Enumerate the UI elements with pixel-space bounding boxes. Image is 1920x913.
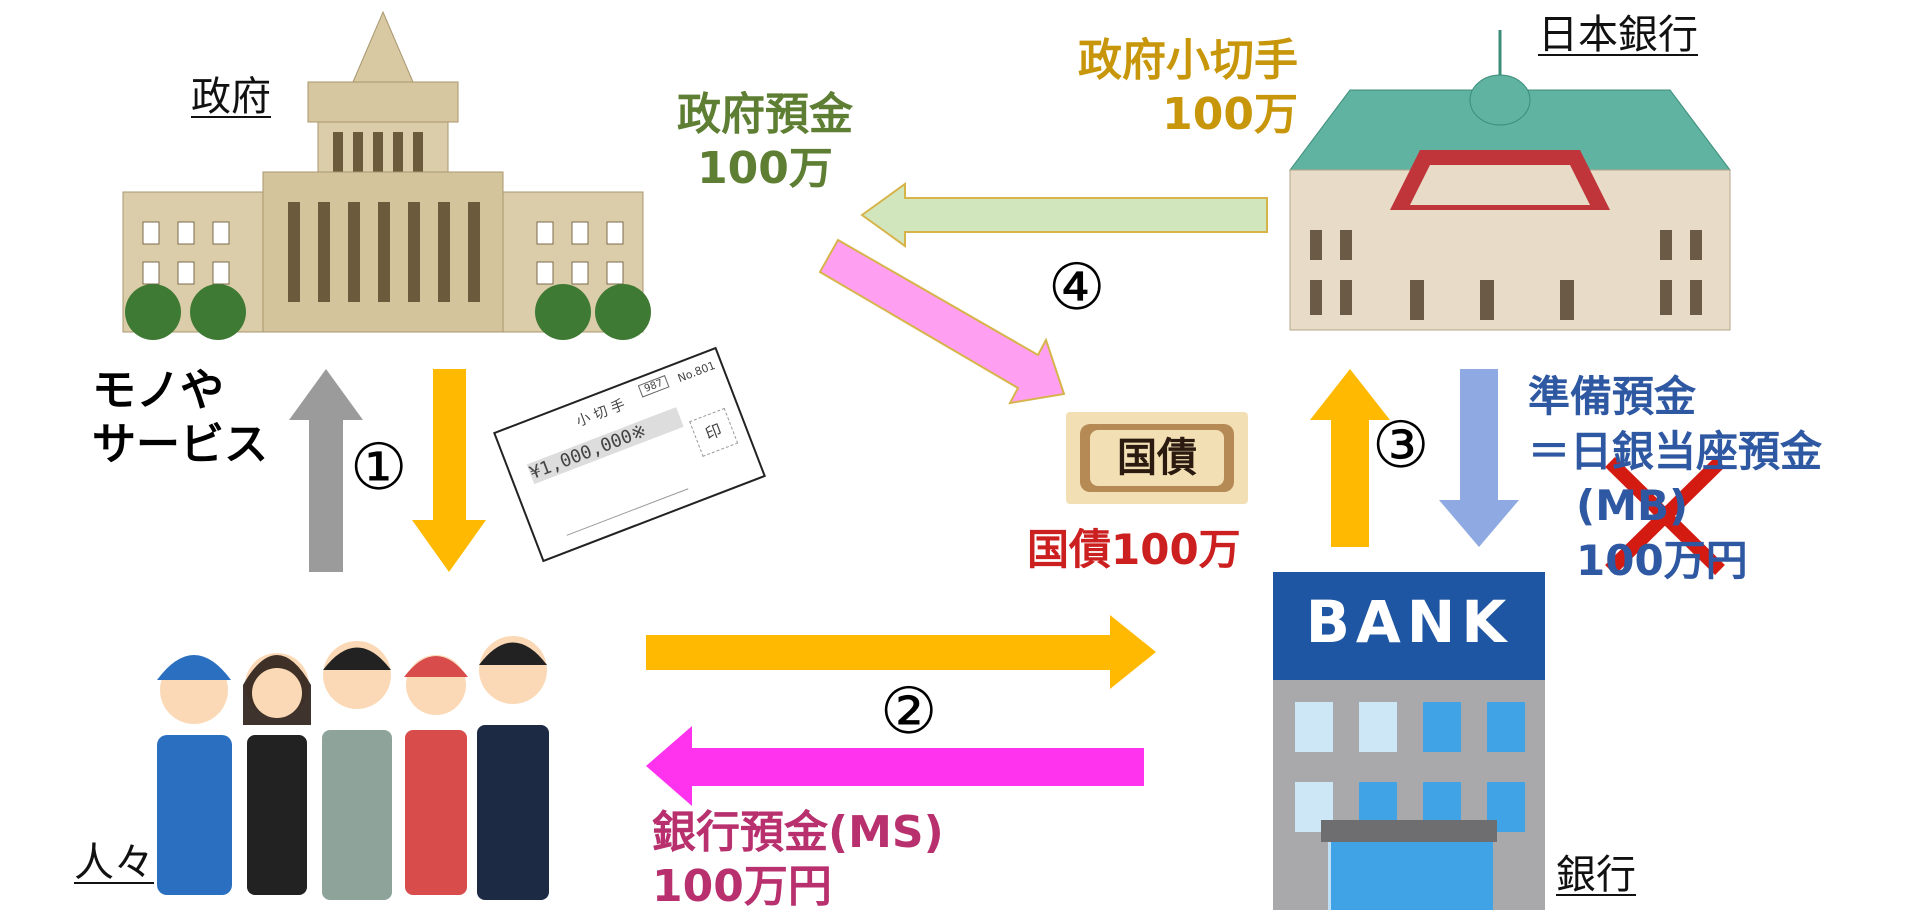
goods-services-text: モノや サービス	[92, 364, 268, 471]
bank-awning	[1321, 820, 1497, 842]
step-1: ①	[350, 431, 408, 505]
bank-label: 銀行	[1556, 852, 1636, 898]
gov-deposit-line1: 政府預金	[677, 89, 853, 140]
gov-deposit-line2: 100万	[697, 142, 833, 194]
blue-arrow-down	[1439, 369, 1519, 547]
reserve-line1: 準備預金	[1528, 372, 1697, 421]
gov-check-line1: 政府小切手	[1078, 35, 1298, 86]
gov-check-text: 政府小切手 100万	[1050, 34, 1298, 141]
check-code: No.801	[675, 358, 718, 386]
check-stamp: 印	[689, 407, 739, 457]
reserve-line3: (MB)	[1576, 481, 1689, 531]
gray-arrow-up	[289, 369, 363, 572]
reserve-line2: ＝日銀当座預金	[1528, 426, 1823, 476]
reserve-text: 準備預金 ＝日銀当座預金 (MB) 100万円	[1528, 370, 1822, 588]
green-arrow-left	[860, 182, 1268, 248]
orange-arrow-up	[1310, 369, 1390, 547]
orange-arrow-right	[646, 615, 1156, 689]
gov-deposit-text: 政府預金 100万	[660, 88, 870, 195]
people-illustration	[157, 636, 549, 900]
bank-sign: BANK	[1273, 572, 1545, 680]
person-woman	[243, 653, 311, 895]
gov-check-line2: 100万	[1162, 88, 1298, 140]
bank-deposit-line2: 100万円	[652, 860, 832, 912]
step-3: ③	[1372, 409, 1430, 483]
government-building-illustration	[122, 10, 651, 340]
orange-arrow-down	[412, 369, 486, 572]
person-worker	[157, 655, 232, 895]
goods-services-line1: モノや	[92, 365, 224, 416]
bank-deposit-line1: 銀行預金(MS)	[652, 807, 944, 858]
boj-label: 日本銀行	[1538, 12, 1698, 58]
check-number: 987	[637, 375, 670, 398]
person-businessman	[477, 636, 549, 900]
government-label: 政府	[191, 74, 271, 120]
person-shopkeeper	[404, 655, 468, 895]
bond-card-text: 国債	[1090, 430, 1224, 486]
people-label: 人々	[74, 840, 154, 886]
bank-building: BANK	[1273, 572, 1545, 910]
bond-label: 国債100万	[1027, 525, 1241, 574]
person-elder	[322, 641, 392, 900]
bank-door	[1328, 842, 1493, 910]
red-x-mark	[1605, 457, 1725, 575]
step-4: ④	[1048, 251, 1106, 325]
boj-building-illustration	[1289, 30, 1731, 331]
bank-deposit-text: 銀行預金(MS) 100万円	[652, 806, 944, 913]
pink-arrow-diagonal	[818, 238, 1066, 405]
check-title: 小 切 手	[574, 396, 628, 431]
magenta-arrow-left	[646, 726, 1144, 806]
bond-card: 国債	[1066, 412, 1248, 504]
goods-services-line2: サービス	[92, 418, 268, 470]
reserve-line4: 100万円	[1576, 535, 1748, 585]
step-2: ②	[880, 675, 938, 749]
bank-windows	[1295, 702, 1525, 832]
